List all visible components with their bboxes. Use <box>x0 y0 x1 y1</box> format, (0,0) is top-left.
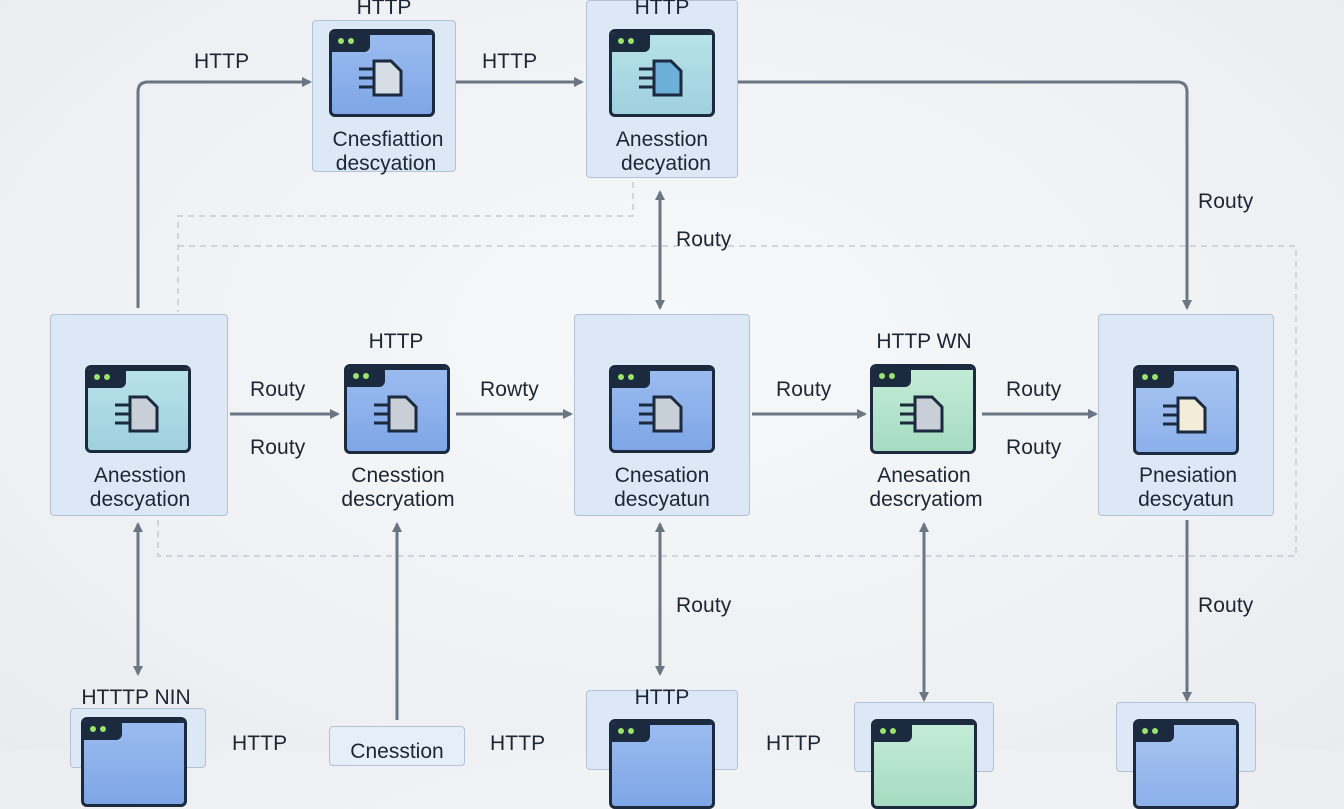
edge-label: HTTP <box>232 732 288 755</box>
dashed-group-boundary <box>177 182 634 312</box>
node-title: HTTP <box>368 330 424 353</box>
edge-label: Routy <box>1198 594 1254 617</box>
node-label-line2: descyatun <box>614 488 710 511</box>
edge-label: Routy <box>1006 436 1062 459</box>
edge-label: Routy <box>1006 378 1062 401</box>
node-label-line1: Anesstion <box>93 464 187 487</box>
node-label-line2: descryatiom <box>341 488 455 511</box>
node-label-line1: Cnesstion <box>350 740 444 763</box>
node-mid-1[interactable] <box>50 314 228 516</box>
edge-label: Routy <box>250 378 306 401</box>
edge-label: HTTP <box>490 732 546 755</box>
dashed-group-boundary <box>157 245 1297 557</box>
edge-label: Routy <box>1198 190 1254 213</box>
circuit-chip-icon <box>639 395 683 433</box>
node-label-line2: descyatun <box>1138 488 1234 511</box>
browser-window-icon <box>609 719 715 809</box>
circuit-chip-icon <box>115 395 159 433</box>
node-bottom-5[interactable] <box>1116 702 1256 809</box>
node-title: HTTTP NIN <box>81 686 191 709</box>
browser-window-icon <box>81 717 187 807</box>
browser-window-icon <box>329 29 435 117</box>
node-label-line1: Anesstion <box>615 128 709 151</box>
edge-label: Routy <box>676 594 732 617</box>
node-bottom-4[interactable] <box>854 702 994 809</box>
browser-window-icon <box>609 365 715 453</box>
browser-window-icon <box>870 364 976 454</box>
edge-label: HTTP <box>766 732 822 755</box>
circuit-chip-icon <box>1163 396 1207 434</box>
edge-label: Rowty <box>480 378 539 401</box>
node-top-left[interactable] <box>312 20 456 172</box>
edge-label: Routy <box>676 228 732 251</box>
node-mid-5[interactable] <box>1098 314 1274 516</box>
node-label-line1: Cnesstion <box>351 464 445 487</box>
node-label-line1: Pnesiation <box>1138 464 1238 487</box>
node-mid-2[interactable] <box>338 360 456 460</box>
browser-window-icon <box>871 719 977 809</box>
circuit-chip-icon <box>374 395 418 433</box>
browser-window-icon <box>609 29 715 117</box>
node-label-line2: descryatiom <box>869 488 983 511</box>
edge-top-to-right <box>738 80 1192 310</box>
browser-window-icon <box>1133 719 1239 809</box>
browser-window-icon <box>344 364 450 454</box>
circuit-chip-icon <box>639 59 683 97</box>
circuit-chip-icon <box>900 395 944 433</box>
edge-label: Routy <box>250 436 306 459</box>
circuit-chip-icon <box>359 59 403 97</box>
edge-label: Routy <box>776 378 832 401</box>
node-label-line1: Anesation <box>877 464 971 487</box>
browser-window-icon <box>85 365 191 453</box>
node-mid-3[interactable] <box>574 314 750 516</box>
node-label-line2: decyation <box>621 152 711 175</box>
node-label-line1: Cnesfiattion <box>332 128 444 151</box>
edge-left-to-top <box>136 77 312 308</box>
node-label-line2: descyation <box>89 488 191 511</box>
connector-layer <box>133 77 1297 720</box>
node-top-mid[interactable] <box>586 0 738 178</box>
node-bottom-1[interactable] <box>70 708 206 807</box>
node-title: HTTP <box>356 0 412 19</box>
node-title: HTTP <box>634 686 690 709</box>
browser-window-icon <box>1133 365 1239 455</box>
node-title: HTTP WN <box>876 330 972 353</box>
node-label-line1: Cnesation <box>614 464 710 487</box>
edge-label: HTTP <box>482 50 538 73</box>
node-title: HTTP <box>634 0 690 19</box>
edge-label: HTTP <box>194 50 250 73</box>
node-label-line2: descyation <box>335 152 437 175</box>
node-mid-4[interactable] <box>866 360 982 460</box>
